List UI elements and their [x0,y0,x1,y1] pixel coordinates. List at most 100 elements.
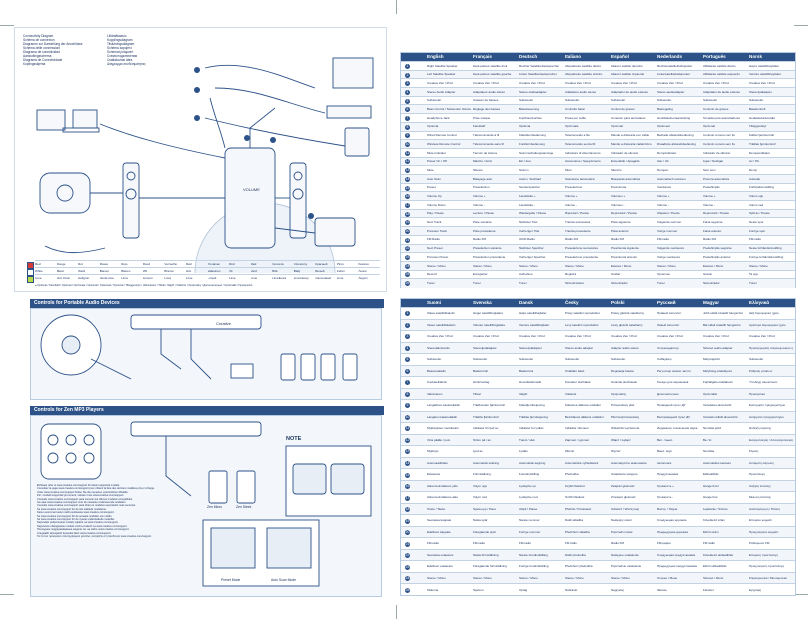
table-cell: Adapter audio stereo [611,346,639,350]
table-cell: Sztereó audio adapter [703,346,733,350]
table-cell: Langaton kaukosäädin [427,415,458,419]
table-cell: Następne ustawienie [611,553,639,557]
language-column-header: Norsk [749,54,763,59]
table-cell: Pista anterior [611,229,629,233]
table-cell: Kabelfernbedienung [519,134,546,138]
table-cell: Play / Pause [427,212,444,216]
row-number-badge: 15 [405,472,410,478]
table-cell: Tilleggsutstyr [749,125,767,129]
language-column-header: Deutsch [519,54,538,59]
table-cell: Ενσύρματο τηλεχειριστήριο [749,404,786,408]
row-number-badge: 14 [405,176,410,182]
table-cell: Previous Track [427,229,447,233]
row-number-badge: 21 [405,237,410,243]
table-cell: Forhåndsinnstilling [749,186,775,190]
table-cell: Další skladba [565,519,584,523]
table-cell: Kabelfjernbetjening [519,404,545,408]
table-cell: Автопоиск [657,461,672,465]
table-cell: Следующая предустановка [657,553,696,557]
table-cell: Εγγραφή [749,588,762,592]
table-cell: Přehrát / Pozastavit [565,507,592,511]
table-cell: Haut-parleur satellite droit [473,64,508,68]
table-cell: Rechtersatellietluidspreker [657,64,693,68]
table-cell: Konektor sluchátek [565,381,591,385]
table-cell: Témoin de silence [473,151,498,155]
table-cell: Następny utwór [611,519,632,523]
table-cell: Indicador de silêncio [703,151,731,155]
table-cell: Беспроводной пульт ДУ [657,415,691,419]
language-column-header: Français [473,54,492,59]
table-cell: Búsqueda automática [611,177,641,181]
mode-label-preset: Preset Mode [221,578,241,582]
table-cell: FM rádio [565,542,577,546]
table-cell: Volume - [473,203,485,207]
table-cell: Altifalante satélite esquerdo [703,73,740,77]
table-cell: Be / ki [703,438,712,442]
language-column-header: Suomi [427,300,442,305]
table-cell: Stereo / Mono [519,577,538,580]
table-cell: Balayage auto [473,177,493,181]
table-cell: Radio FM [611,542,625,546]
table-cell: Creative Zen / iPod [565,335,591,339]
table-cell: Baskontrol [519,369,534,373]
table-cell: Vänster satellithögtalare [473,323,506,327]
table-cell: Bezdrátové dálkové ovládání [565,415,604,419]
color-cell: Салатовый [315,276,331,280]
table-cell: Következő előbeállítás [703,553,734,557]
table-cell: Predefinição anterior [703,255,731,259]
table-cell: Przewodowy pilot [611,404,635,408]
table-cell: FM-radio [427,542,440,546]
color-cell: Lime [185,276,193,280]
row-number-badge: 9 [405,133,410,139]
table-cell: Αναπαραγωγή / Παύση [749,507,780,511]
row-number-badge: 26 [405,281,410,287]
table-cell: Adaptador de audio estéreo [611,90,649,94]
table-cell: Traccia successiva [565,221,591,225]
table-cell: Äänenvoimakkuus ylös [427,484,458,488]
color-cell: Λευκό [358,269,367,273]
diagram-title-line: Csatlakozási ábra [107,58,133,62]
table-cell: Left Satellite Speaker [427,73,456,77]
table-cell: Altoparlante satellite destro [565,64,602,68]
table-cell: Auto Scan [427,177,441,181]
table-cell: Lydstyrke ned [519,496,538,500]
support-note-line: Consultez la page www.creative.com/suppo… [37,487,155,491]
table-cell: Volym ned [473,496,488,500]
table-cell: Neste forhåndsinnstilling [749,247,782,251]
table-cell: Predefinição [703,186,720,190]
table-cell: Lewy głośnik satelitarny [611,323,643,327]
table-cell: Volume + [703,195,716,199]
table-cell: Trådlös fjärrkontroll [473,415,499,419]
color-cell: Červená [272,262,284,266]
row-number-badge: 6 [405,107,410,113]
table-cell: Sztereó / Monó [703,577,724,580]
table-cell: Předchozí předvolba [565,565,593,569]
table-cell: Preselezione successiva [565,247,598,251]
table-cell: Zmniejsz głośność [611,496,636,500]
table-cell: Présélection [473,186,490,190]
table-cell: Volgende voorkeuze [657,247,685,251]
color-cell: Limonkowy [293,276,309,280]
table-cell: Creative Zen / iPod [657,335,683,339]
diagram-title-line: Schéma zapojení [107,46,132,50]
table-cell: Forrige nummer [519,530,541,534]
table-cell: Piste précédente [473,229,496,233]
row-number-badge: 19 [405,220,410,226]
table-cell: Ρύθμιση μπάσων [749,369,773,373]
table-cell: Conector para auriculares [611,116,646,120]
table-cell: Baskontroll [473,369,488,373]
table-cell: Sintonizador [611,281,628,285]
table-cell: Réglage des basses [473,108,501,112]
table-cell: Indicador de silencio [611,151,639,155]
table-cell: Creative Zen / iPod [473,82,499,86]
